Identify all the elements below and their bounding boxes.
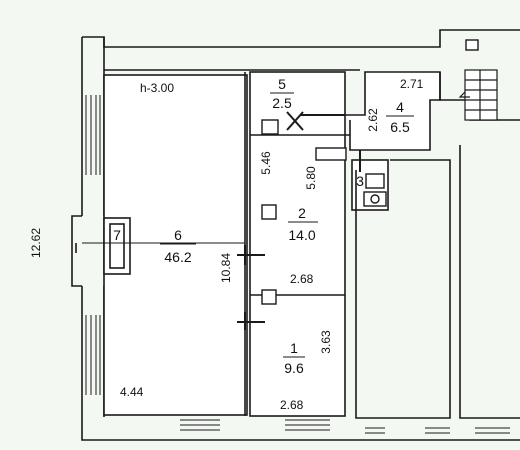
room-6-area: 46.2	[164, 249, 191, 265]
room6-width-dim: 4.44	[120, 385, 144, 399]
room-7-number: 7	[113, 227, 121, 243]
room1-width-dim: 2.68	[280, 398, 304, 412]
room-6-label: 6 46.2	[160, 227, 196, 265]
windows-bottom	[180, 419, 510, 434]
room2-length-dim: 5.80	[304, 166, 318, 190]
room2-width-dim: 2.68	[290, 272, 314, 286]
room-5-number: 5	[278, 76, 286, 92]
room-3-number: 3	[356, 173, 364, 189]
room-1-number: 1	[290, 340, 298, 356]
room6-length-dim: 10.84	[219, 253, 233, 283]
room-5-area: 2.5	[272, 95, 292, 111]
room-5-label: 5 2.5	[270, 76, 294, 111]
ceiling-height: h-3.00	[140, 81, 174, 95]
doors	[237, 111, 361, 330]
room-1-area: 9.6	[284, 360, 304, 376]
room-2-label: 2 14.0	[288, 205, 318, 243]
room-4-label: 4 6.5	[386, 99, 414, 135]
room-6	[103, 74, 248, 416]
room-6-number: 6	[174, 227, 182, 243]
room-7-stove	[103, 217, 131, 275]
fixtures	[261, 39, 479, 305]
room-2-area: 14.0	[288, 227, 315, 243]
windows-left	[85, 95, 101, 395]
stairs	[458, 69, 498, 121]
room-2-number: 2	[298, 205, 306, 221]
overall-height-dim: 12.62	[29, 228, 43, 258]
room-4-number: 4	[396, 99, 404, 115]
room-4-area: 6.5	[390, 119, 410, 135]
corridor-length-dim: 5.46	[259, 151, 273, 175]
room-1-label: 1 9.6	[283, 340, 305, 376]
room4-width-dim: 2.71	[400, 77, 424, 91]
room1-length-dim: 3.63	[319, 330, 333, 354]
room4-length-dim: 2.62	[366, 108, 380, 132]
